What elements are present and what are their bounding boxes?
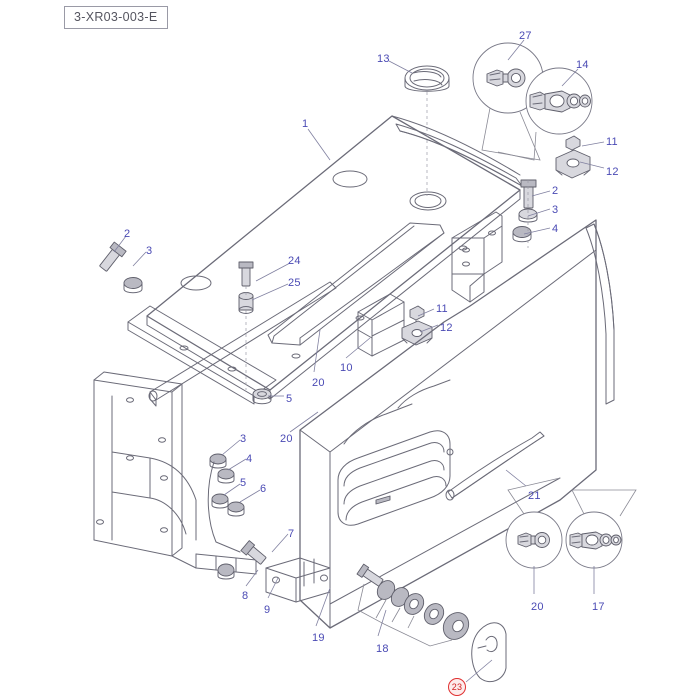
fastener-24-25 bbox=[238, 261, 254, 390]
leader-line-14 bbox=[561, 68, 579, 87]
callout-label-2[interactable]: 2 bbox=[124, 228, 131, 240]
grommet-5 bbox=[252, 388, 272, 405]
callout-label-12[interactable]: 12 bbox=[440, 322, 453, 334]
callout-label-11[interactable]: 11 bbox=[436, 303, 448, 315]
callout-label-7[interactable]: 7 bbox=[288, 528, 295, 540]
callout-label-4[interactable]: 4 bbox=[246, 453, 253, 465]
leader-line-4 bbox=[227, 458, 247, 471]
leader-line-2 bbox=[113, 235, 127, 253]
callout-label-20[interactable]: 20 bbox=[531, 601, 544, 613]
callout-label-19[interactable]: 19 bbox=[312, 632, 325, 644]
callout-label-3[interactable]: 3 bbox=[146, 245, 153, 257]
leader-line-21 bbox=[505, 469, 527, 487]
callout-label-23[interactable]: 23 bbox=[448, 678, 466, 696]
callout-label-24[interactable]: 24 bbox=[288, 255, 301, 267]
callout-label-3[interactable]: 3 bbox=[240, 433, 247, 445]
callout-label-9[interactable]: 9 bbox=[264, 604, 271, 616]
leader-line-12 bbox=[579, 161, 605, 169]
callout-label-8[interactable]: 8 bbox=[242, 590, 249, 602]
leader-line-9 bbox=[267, 577, 279, 599]
clip-assembly-middle bbox=[401, 305, 433, 346]
leader-line-1 bbox=[307, 128, 331, 161]
callout-label-13[interactable]: 13 bbox=[377, 53, 390, 65]
seal-strip-21 bbox=[445, 431, 545, 501]
callout-label-10[interactable]: 10 bbox=[340, 362, 353, 374]
detail-bubble-17 bbox=[565, 489, 637, 569]
callout-label-27[interactable]: 27 bbox=[519, 30, 532, 42]
latch-handle-23 bbox=[471, 622, 507, 683]
leader-line-2 bbox=[531, 190, 551, 197]
leader-line-11 bbox=[417, 308, 435, 317]
callout-label-20[interactable]: 20 bbox=[312, 377, 325, 389]
latch-assembly bbox=[217, 540, 331, 603]
callout-label-3[interactable]: 3 bbox=[552, 204, 559, 216]
callout-label-6[interactable]: 6 bbox=[260, 483, 267, 495]
drawing-number-box: 3-XR03-003-E bbox=[64, 6, 168, 29]
callout-label-17[interactable]: 17 bbox=[592, 601, 605, 613]
center-mount-plate bbox=[451, 211, 503, 303]
leader-line-12 bbox=[419, 324, 439, 333]
leader-line-24 bbox=[255, 262, 291, 282]
callout-label-5[interactable]: 5 bbox=[286, 393, 293, 405]
leader-line-27 bbox=[507, 39, 525, 61]
leader-line-6 bbox=[239, 489, 261, 503]
callout-label-5[interactable]: 5 bbox=[240, 477, 247, 489]
main-side-panel bbox=[299, 219, 597, 629]
callout-label-25[interactable]: 25 bbox=[288, 277, 301, 289]
callout-label-20[interactable]: 20 bbox=[280, 433, 293, 445]
detail-bubble-20 bbox=[505, 477, 563, 569]
callout-label-11[interactable]: 11 bbox=[606, 136, 618, 148]
fuel-cap bbox=[404, 65, 450, 92]
fastener-stack-18 bbox=[356, 563, 470, 647]
callout-label-14[interactable]: 14 bbox=[576, 59, 589, 71]
leader-line-11 bbox=[581, 141, 605, 147]
rear-seal-strip bbox=[585, 223, 615, 405]
leader-line-20 bbox=[289, 411, 319, 433]
leader-line-7 bbox=[271, 533, 289, 553]
callout-label-18[interactable]: 18 bbox=[376, 643, 389, 655]
fastener-group-3-4-5-6 bbox=[209, 453, 245, 517]
callout-label-12[interactable]: 12 bbox=[606, 166, 619, 178]
leader-line-3 bbox=[221, 439, 241, 456]
box-bracket-10 bbox=[357, 293, 405, 357]
leader-lines bbox=[113, 39, 605, 683]
lower-side-rail bbox=[148, 281, 337, 407]
top-hood-panel bbox=[127, 115, 521, 405]
leader-line-4 bbox=[523, 227, 551, 235]
clip-assembly-upper-right bbox=[555, 135, 591, 179]
fastener-2-3-left bbox=[99, 241, 143, 294]
leader-line-10 bbox=[345, 337, 371, 359]
callout-label-2[interactable]: 2 bbox=[552, 185, 559, 197]
callout-label-4[interactable]: 4 bbox=[552, 223, 559, 235]
left-support-bracket bbox=[93, 371, 257, 575]
leader-line-25 bbox=[251, 283, 289, 301]
callout-label-1[interactable]: 1 bbox=[302, 118, 309, 130]
louvre-vent bbox=[337, 430, 451, 526]
leader-line-18 bbox=[377, 609, 387, 637]
leader-line-3 bbox=[132, 251, 147, 267]
leader-line-23 bbox=[465, 659, 493, 683]
callout-label-21[interactable]: 21 bbox=[528, 490, 541, 502]
leader-line-13 bbox=[388, 60, 413, 74]
leader-line-8 bbox=[245, 569, 259, 587]
leader-line-3 bbox=[527, 208, 551, 217]
fastener-stack-right bbox=[512, 179, 538, 248]
leader-line-20 bbox=[313, 329, 321, 373]
leader-line-5 bbox=[223, 483, 241, 496]
detail-bubble-14 bbox=[497, 67, 593, 161]
leader-line-19 bbox=[315, 587, 331, 627]
